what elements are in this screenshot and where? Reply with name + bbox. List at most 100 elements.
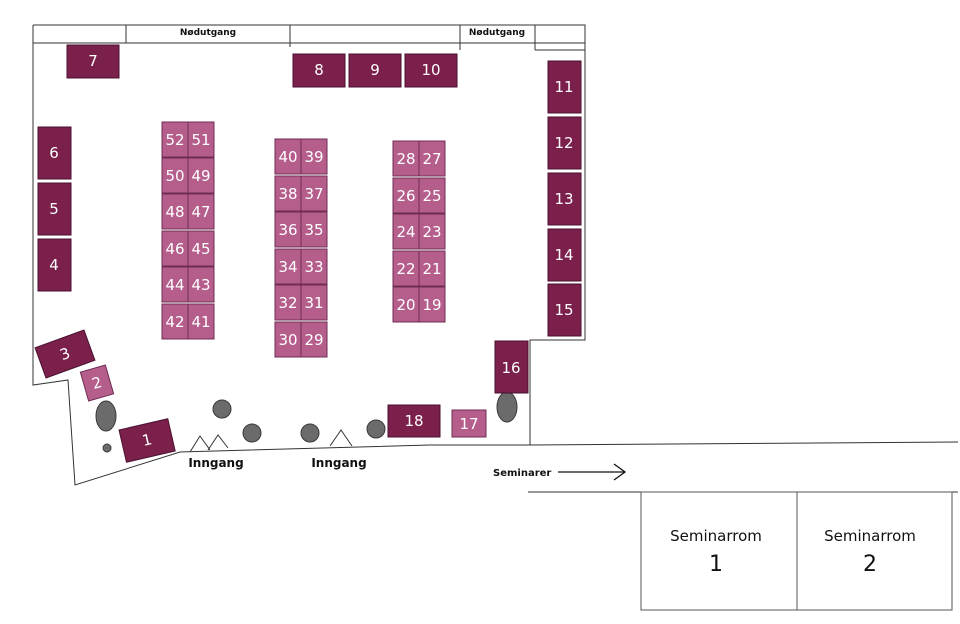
booth-number: 35 — [304, 221, 323, 239]
entrance-marker — [189, 429, 353, 453]
booth-34[interactable]: 34 — [274, 248, 302, 285]
booth-28[interactable]: 28 — [392, 140, 420, 177]
emergency-exit-label: Nødutgang — [180, 28, 236, 38]
booth-50[interactable]: 50 — [161, 157, 189, 194]
booth-4[interactable]: 4 — [37, 238, 72, 292]
planter — [212, 399, 232, 419]
booth-40[interactable]: 40 — [274, 138, 302, 175]
booth-number: 20 — [396, 296, 415, 314]
booth-43[interactable]: 43 — [187, 266, 215, 303]
planter — [95, 400, 117, 432]
booth-20[interactable]: 20 — [392, 286, 420, 323]
booth-18[interactable]: 18 — [387, 404, 441, 438]
booth-12[interactable]: 12 — [547, 116, 582, 170]
booth-17[interactable]: 17 — [451, 409, 487, 438]
booth-number: 24 — [396, 223, 415, 241]
entrance-label: Inngang — [311, 456, 366, 470]
booth-24[interactable]: 24 — [392, 213, 420, 250]
booth-number: 4 — [49, 256, 59, 274]
booth-15[interactable]: 15 — [547, 283, 582, 337]
booth-number: 15 — [554, 301, 573, 319]
booth-23[interactable]: 23 — [418, 213, 446, 250]
booth-number: 31 — [304, 294, 323, 312]
booth-51[interactable]: 51 — [187, 121, 215, 158]
booth-number: 37 — [304, 185, 323, 203]
booth-10[interactable]: 10 — [404, 53, 458, 88]
seminar-room-number: 2 — [863, 552, 877, 577]
booth-46[interactable]: 46 — [161, 230, 189, 267]
booth-number: 10 — [421, 61, 440, 79]
booth-32[interactable]: 32 — [274, 284, 302, 321]
booth-30[interactable]: 30 — [274, 321, 302, 358]
booth-52[interactable]: 52 — [161, 121, 189, 158]
planter — [102, 443, 112, 453]
booth-number: 32 — [278, 294, 297, 312]
seminar-room-1: Seminarrom 1 — [640, 491, 798, 611]
seminars-label: Seminarer — [493, 468, 551, 479]
planter — [242, 423, 262, 443]
booth-47[interactable]: 47 — [187, 193, 215, 230]
booth-number: 26 — [396, 187, 415, 205]
booth-33[interactable]: 33 — [300, 248, 328, 285]
booth-35[interactable]: 35 — [300, 211, 328, 248]
booth-5[interactable]: 5 — [37, 182, 72, 236]
booth-16[interactable]: 16 — [494, 340, 529, 394]
planter — [300, 423, 320, 443]
booth-number: 44 — [165, 276, 184, 294]
booth-8[interactable]: 8 — [292, 53, 346, 88]
booth-21[interactable]: 21 — [418, 250, 446, 287]
booth-1[interactable]: 1 — [118, 418, 176, 463]
booth-number: 33 — [304, 258, 323, 276]
booth-number: 2 — [90, 373, 104, 393]
booth-49[interactable]: 49 — [187, 157, 215, 194]
planters — [95, 391, 518, 453]
booth-26[interactable]: 26 — [392, 177, 420, 214]
booth-45[interactable]: 45 — [187, 230, 215, 267]
booth-42[interactable]: 42 — [161, 303, 189, 340]
booth-number: 1 — [140, 430, 153, 450]
booth-31[interactable]: 31 — [300, 284, 328, 321]
booth-22[interactable]: 22 — [392, 250, 420, 287]
entrance-label: Inngang — [188, 456, 243, 470]
booth-25[interactable]: 25 — [418, 177, 446, 214]
booth-27[interactable]: 27 — [418, 140, 446, 177]
booth-19[interactable]: 19 — [418, 286, 446, 323]
booth-7[interactable]: 7 — [66, 44, 120, 79]
seminar-room-2: Seminarrom 2 — [796, 491, 953, 611]
booth-number: 36 — [278, 221, 297, 239]
booth-39[interactable]: 39 — [300, 138, 328, 175]
booth-number: 6 — [49, 144, 59, 162]
booth-number: 30 — [278, 331, 297, 349]
booth-2[interactable]: 2 — [79, 364, 115, 402]
booth-6[interactable]: 6 — [37, 126, 72, 180]
booth-41[interactable]: 41 — [187, 303, 215, 340]
booth-number: 42 — [165, 313, 184, 331]
booth-number: 39 — [304, 148, 323, 166]
booth-number: 9 — [370, 61, 380, 79]
booth-44[interactable]: 44 — [161, 266, 189, 303]
booth-13[interactable]: 13 — [547, 172, 582, 226]
booth-number: 52 — [165, 131, 184, 149]
booth-9[interactable]: 9 — [348, 53, 402, 88]
booth-37[interactable]: 37 — [300, 175, 328, 212]
booth-number: 13 — [554, 190, 573, 208]
booth-number: 8 — [314, 61, 324, 79]
booth-number: 23 — [422, 223, 441, 241]
booth-number: 51 — [191, 131, 210, 149]
booth-number: 49 — [191, 167, 210, 185]
booth-38[interactable]: 38 — [274, 175, 302, 212]
booth-number: 5 — [49, 200, 59, 218]
booth-48[interactable]: 48 — [161, 193, 189, 230]
booth-14[interactable]: 14 — [547, 228, 582, 282]
booth-36[interactable]: 36 — [274, 211, 302, 248]
booth-number: 17 — [459, 415, 478, 433]
planter — [496, 391, 518, 423]
booth-number: 43 — [191, 276, 210, 294]
booth-29[interactable]: 29 — [300, 321, 328, 358]
planter — [366, 419, 386, 439]
arrow-right-icon — [558, 463, 627, 481]
booth-11[interactable]: 11 — [547, 60, 582, 114]
seminar-room-title: Seminarrom — [670, 527, 762, 545]
booth-3[interactable]: 3 — [34, 329, 96, 379]
